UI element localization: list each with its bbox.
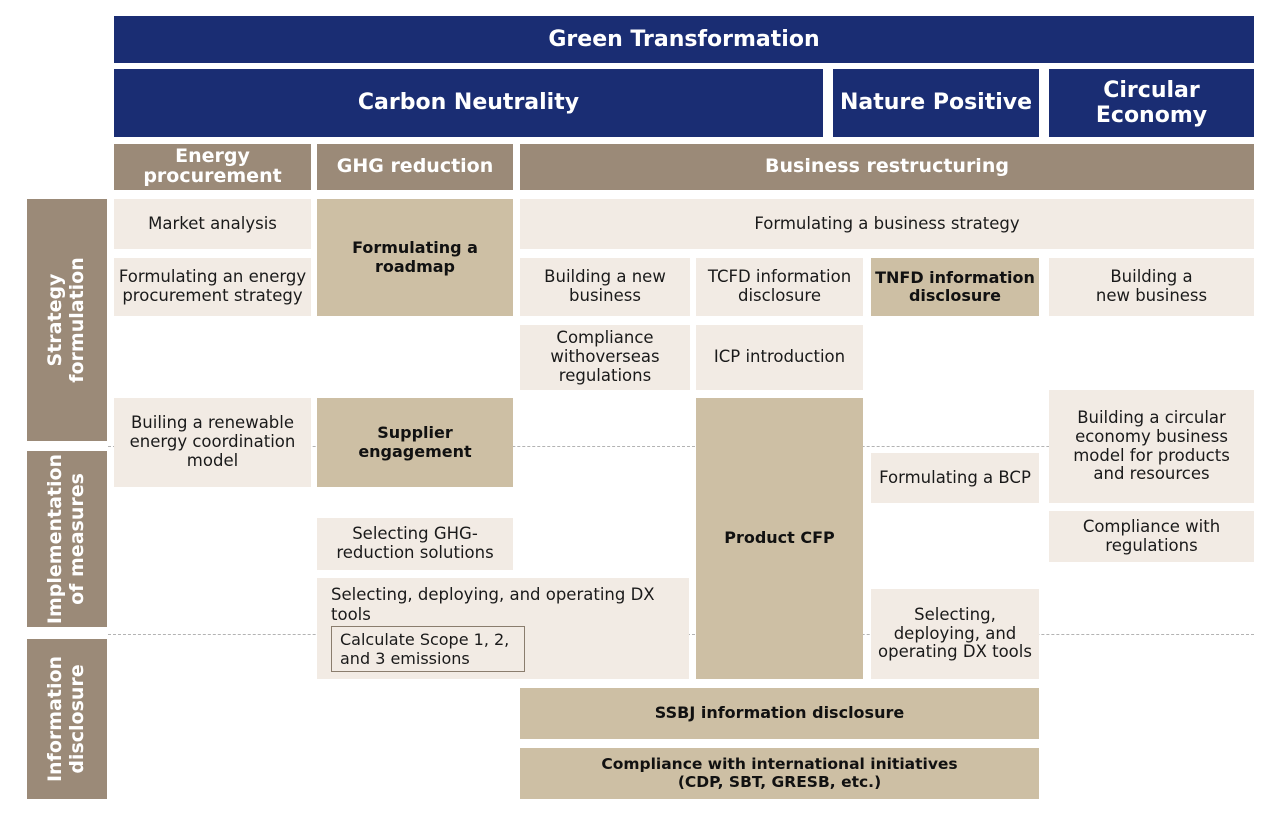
implementation-label: Implementation of measures (27, 451, 107, 627)
international-initiatives-cell: Compliance with international initiative… (520, 748, 1039, 799)
overseas-compliance-cell: Compliance withoverseas regulations (520, 325, 690, 390)
ssbj-disclosure-cell: SSBJ information disclosure (520, 688, 1039, 739)
new-business-cell-1: Building a new business (520, 258, 690, 316)
renewable-model-cell: Builing a renewable energy coordination … (114, 398, 311, 487)
circular-model-cell: Building a circular economy business mod… (1049, 390, 1254, 503)
nature-positive-header: Nature Positive (833, 69, 1039, 137)
energy-strategy-cell: Formulating an energy procurement strate… (114, 258, 311, 316)
dx-tools-left-label: Selecting, deploying, and operating DX t… (331, 585, 655, 624)
supplier-engagement-cell: Supplier engagement (317, 398, 513, 487)
tcfd-cell: TCFD information disclosure (696, 258, 863, 316)
market-analysis-cell: Market analysis (114, 199, 311, 249)
dx-tools-right-cell: Selecting, deploying, and operating DX t… (871, 589, 1039, 679)
green-transformation-banner: Green Transformation (114, 16, 1254, 63)
circular-economy-header: Circular Economy (1049, 69, 1254, 137)
business-strategy-cell: Formulating a business strategy (520, 199, 1254, 249)
business-restructuring-header: Business restructuring (520, 144, 1254, 190)
bcp-cell: Formulating a BCP (871, 453, 1039, 503)
roadmap-cell: Formulating a roadmap (317, 199, 513, 316)
energy-procurement-header: Energy procurement (114, 144, 311, 190)
new-business-cell-2: Building a new business (1049, 258, 1254, 316)
strategy-formulation-label: Strategy formulation (27, 199, 107, 441)
information-disclosure-label: Information disclosure (27, 639, 107, 799)
carbon-neutrality-header: Carbon Neutrality (114, 69, 823, 137)
ghg-solutions-cell: Selecting GHG- reduction solutions (317, 518, 513, 570)
regulation-compliance-cell: Compliance with regulations (1049, 511, 1254, 562)
tnfd-cell: TNFD information disclosure (871, 258, 1039, 316)
product-cfp-cell: Product CFP (696, 398, 863, 679)
dx-tools-left-cell: Selecting, deploying, and operating DX t… (317, 578, 689, 679)
phase-divider-strategy-implementation (108, 446, 1254, 447)
icp-cell: ICP introduction (696, 325, 863, 390)
scope-calc-box: Calculate Scope 1, 2, and 3 emissions (331, 626, 525, 672)
ghg-reduction-header: GHG reduction (317, 144, 513, 190)
